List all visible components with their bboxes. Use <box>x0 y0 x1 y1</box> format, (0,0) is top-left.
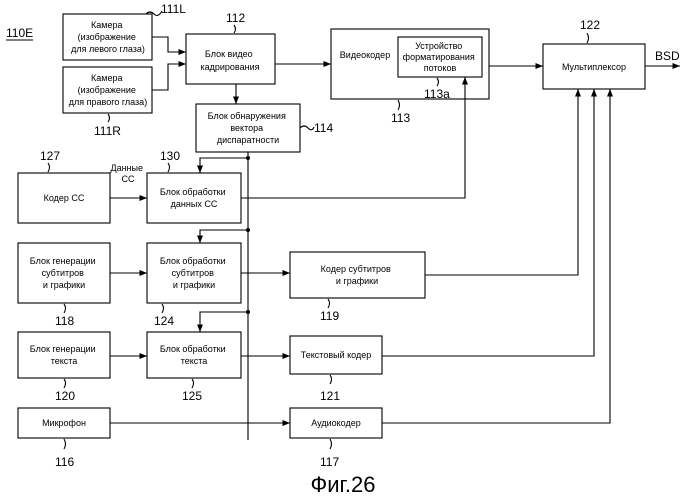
ref-118-leader <box>64 304 66 313</box>
text-processing-box <box>147 332 241 378</box>
ref-113a: 113a <box>424 87 450 101</box>
ref-117-leader <box>330 439 332 449</box>
ref-111R: 111R <box>94 124 121 138</box>
ref-116: 116 <box>55 455 74 469</box>
ref-122: 122 <box>580 18 600 32</box>
ref-127: 127 <box>40 149 60 163</box>
ref-119-leader <box>328 299 330 308</box>
ref-120-leader <box>64 379 66 388</box>
ref-112: 112 <box>226 11 245 25</box>
microphone-label: Микрофон <box>42 418 86 428</box>
ref-112-leader <box>234 25 236 33</box>
ref-125-leader <box>192 379 194 388</box>
figure-caption: Фиг.26 <box>311 472 376 497</box>
ref-125: 125 <box>182 389 202 403</box>
ref-122-leader <box>587 33 589 43</box>
ref-113-leader <box>398 100 400 110</box>
arrow-camera-left-to-framing <box>152 37 186 52</box>
video-encoder-label: Видеокодер <box>340 50 390 60</box>
output-label: BSD <box>655 49 680 63</box>
ref-116-leader <box>64 439 66 449</box>
ref-118: 118 <box>55 314 74 328</box>
ref-114: 114 <box>314 121 333 135</box>
arrow-bus-to-cc-processing <box>200 158 248 173</box>
ref-121-leader <box>330 375 332 384</box>
cc-processing-box <box>147 173 241 223</box>
arrow-text-encoder-to-mux <box>382 89 594 356</box>
cc-data-label: Данные CC <box>110 163 145 184</box>
arrow-subtitle-encoder-to-mux <box>425 89 578 275</box>
cc-encoder-label: Кодер CC <box>44 193 85 203</box>
ref-111R-leader <box>108 114 110 122</box>
ref-127-leader <box>48 163 50 172</box>
ref-117: 117 <box>320 455 339 469</box>
ref-124: 124 <box>154 314 174 328</box>
ref-130-leader <box>168 163 170 172</box>
arrow-camera-right-to-framing <box>152 64 186 90</box>
ref-121: 121 <box>320 389 340 403</box>
ref-130: 130 <box>160 149 180 163</box>
ref-124-leader <box>162 304 164 313</box>
ref-113: 113 <box>391 111 410 125</box>
ref-111L: 111L <box>161 2 186 16</box>
subtitle-encoder-box <box>290 252 425 298</box>
text-generation-box <box>18 332 110 378</box>
video-framing-box <box>186 34 275 84</box>
multiplexer-label: Мультиплексор <box>562 62 626 72</box>
audio-encoder-label: Аудиокодер <box>311 418 361 428</box>
ref-114-leader <box>300 126 314 130</box>
diagram-id: 110E <box>6 26 33 40</box>
arrow-bus-to-text-processing <box>200 312 248 332</box>
ref-120: 120 <box>55 389 75 403</box>
text-encoder-label: Текстовый кодер <box>301 350 371 360</box>
ref-119: 119 <box>320 309 339 323</box>
arrow-bus-to-subtitle-processing <box>200 230 248 243</box>
